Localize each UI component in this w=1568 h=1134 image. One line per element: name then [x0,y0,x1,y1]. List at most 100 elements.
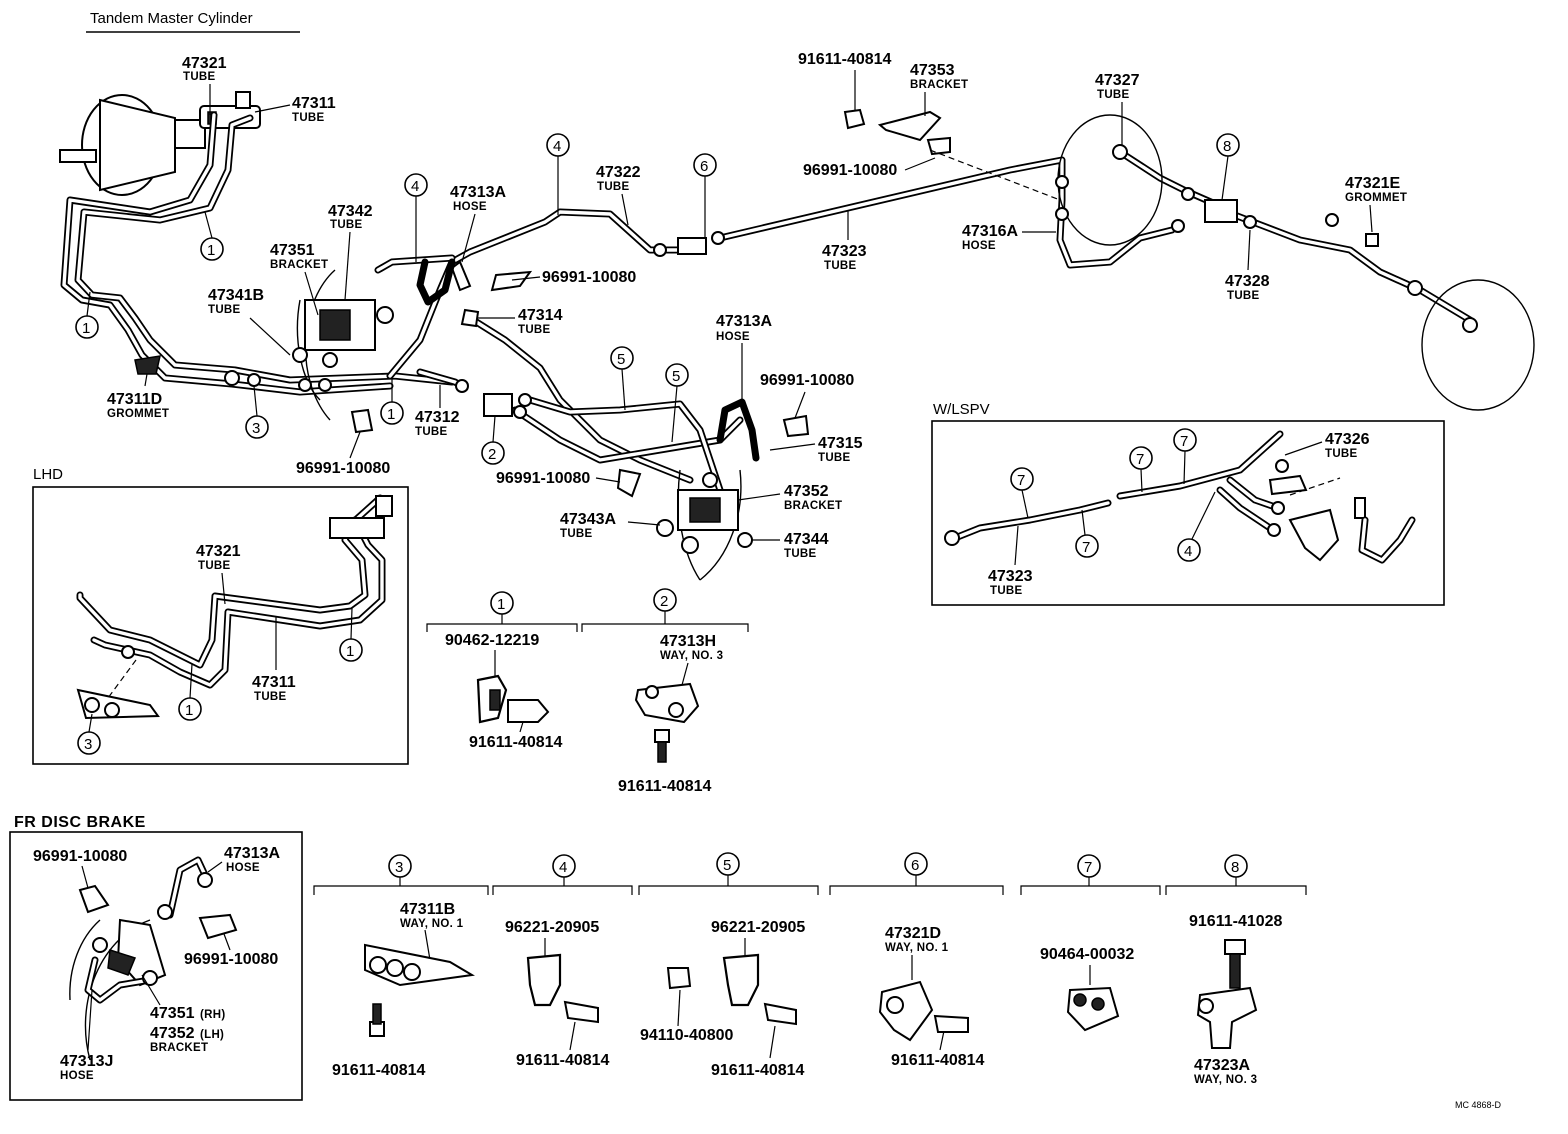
svg-text:47311D: 47311D [107,391,162,408]
svg-text:8: 8 [1231,859,1239,876]
svg-text:(LH): (LH) [200,1029,224,1041]
svg-text:TUBE: TUBE [1227,290,1260,302]
lspv-callout-7-a: 7 [1010,467,1034,519]
lhd-callout-1-b: 1 [178,663,202,721]
svg-text:WAY, NO. 1: WAY, NO. 1 [400,918,464,930]
svg-text:91611-41028: 91611-41028 [1189,913,1283,930]
svg-text:47344: 47344 [784,531,829,548]
svg-text:TUBE: TUBE [818,452,851,464]
svg-text:TUBE: TUBE [824,260,857,272]
svg-text:GROMMET: GROMMET [1345,192,1407,204]
callout-5-b: 5 [665,363,689,443]
svg-text:TUBE: TUBE [330,219,363,231]
svg-text:47313A: 47313A [716,313,772,330]
svg-text:7: 7 [1136,451,1144,468]
lhd-panel: LHD 47321 TUBE 47311 TUBE 1 1 3 [32,466,409,765]
svg-text:47315: 47315 [818,435,863,452]
label-47313a-top: 47313A HOSE [450,184,506,263]
svg-text:TUBE: TUBE [254,691,287,703]
svg-text:96221-20905: 96221-20905 [711,919,805,936]
rear-drum-right [1407,279,1535,411]
callout-6: 6 [693,153,717,238]
svg-text:TUBE: TUBE [198,560,231,572]
label-47323: 47323 TUBE [822,210,867,272]
lspv-panel: W/LSPV 47326 TUBE 47323 TUBE 7 7 7 7 [931,401,1445,606]
main-callouts: 1 1 1 3 4 4 6 5 5 2 8 [75,133,1240,465]
svg-text:47313A: 47313A [224,845,280,862]
svg-text:5: 5 [672,368,680,385]
label-47327: 47327 TUBE [1095,72,1140,145]
svg-text:91611-40814: 91611-40814 [332,1062,426,1079]
svg-text:47322: 47322 [596,164,641,181]
lhd-labels: 47321 TUBE 47311 TUBE 1 1 3 [77,543,363,755]
svg-text:TUBE: TUBE [784,548,817,560]
svg-text:TUBE: TUBE [208,304,241,316]
detail-6-group: 6 47321D WAY, NO. 1 91611-40814 [829,852,1004,1069]
svg-text:47321D: 47321D [885,925,941,942]
svg-text:47316A: 47316A [962,223,1018,240]
main-assembly [59,91,1535,581]
front-right-disc [656,469,753,581]
lspv-callout-7-c: 7 [1129,446,1153,493]
svg-text:(RH): (RH) [200,1009,225,1021]
lspv-callout-4: 4 [1177,491,1216,562]
svg-text:94110-40800: 94110-40800 [640,1027,734,1044]
front-hose [416,258,456,306]
svg-text:TUBE: TUBE [183,71,216,83]
label-47314: 47314 TUBE [478,307,563,336]
svg-text:96991-10080: 96991-10080 [296,460,390,477]
svg-text:3: 3 [252,420,260,437]
label-96991-c: 96991-10080 [760,372,854,419]
fr-disc-labels: 96991-10080 47313A HOSE 96991-10080 4735… [33,845,280,1082]
svg-text:4: 4 [1184,543,1192,560]
label-47315: 47315 TUBE [769,435,863,464]
svg-text:7: 7 [1082,539,1090,556]
svg-text:47351: 47351 [270,242,315,259]
svg-text:1: 1 [346,643,354,660]
svg-text:47343A: 47343A [560,511,616,528]
svg-text:47321: 47321 [182,55,227,72]
svg-text:TUBE: TUBE [518,324,551,336]
callout-4-a: 4 [404,173,428,262]
svg-text:HOSE: HOSE [962,240,996,252]
lspv-callout-7-d: 7 [1173,428,1197,485]
svg-text:BRACKET: BRACKET [910,79,968,91]
svg-text:3: 3 [395,859,403,876]
diagram-title-group: Tandem Master Cylinder [86,10,300,33]
lhd-callout-3: 3 [77,713,101,755]
svg-text:3: 3 [84,736,92,753]
main-tube-bundle [60,111,1474,494]
svg-text:47327: 47327 [1095,72,1140,89]
svg-text:96991-10080: 96991-10080 [496,470,590,487]
lspv-labels: 47326 TUBE 47323 TUBE 7 7 7 7 4 [988,428,1370,597]
callout-5-a: 5 [610,346,634,411]
svg-text:7: 7 [1180,433,1188,450]
svg-text:90462-12219: 90462-12219 [445,632,539,649]
svg-text:BRACKET: BRACKET [784,500,842,512]
label-47311d: 47311D GROMMET [107,373,169,420]
svg-text:1: 1 [82,320,90,337]
svg-text:91611-40814: 91611-40814 [618,778,712,795]
callout-8: 8 [1216,133,1240,201]
svg-text:47323: 47323 [822,243,867,260]
svg-text:91611-40814: 91611-40814 [798,51,892,68]
svg-text:96991-10080: 96991-10080 [33,848,127,865]
fr-disc-panel: FR DISC BRAKE 96991-10080 47313A HOSE 96… [9,814,303,1101]
svg-text:96221-20905: 96221-20905 [505,919,599,936]
svg-text:47328: 47328 [1225,273,1270,290]
label-47342: 47342 TUBE [328,203,373,301]
svg-text:WAY, NO. 1: WAY, NO. 1 [885,942,949,954]
svg-text:2: 2 [488,446,496,463]
detail-5-group: 5 96221-20905 94110-40800 91611-40814 [638,852,819,1079]
svg-text:47312: 47312 [415,409,460,426]
footer: MC 4868-D [1455,1100,1502,1110]
label-47353: 47353 BRACKET [910,62,968,116]
callout-4-b: 4 [546,133,570,215]
label-96991-b: 96991-10080 [296,431,390,477]
svg-text:BRACKET: BRACKET [270,259,328,271]
svg-text:4: 4 [411,178,419,195]
svg-text:90464-00032: 90464-00032 [1040,946,1134,963]
lspv-callout-7-b: 7 [1075,509,1099,558]
svg-text:TUBE: TUBE [990,585,1023,597]
